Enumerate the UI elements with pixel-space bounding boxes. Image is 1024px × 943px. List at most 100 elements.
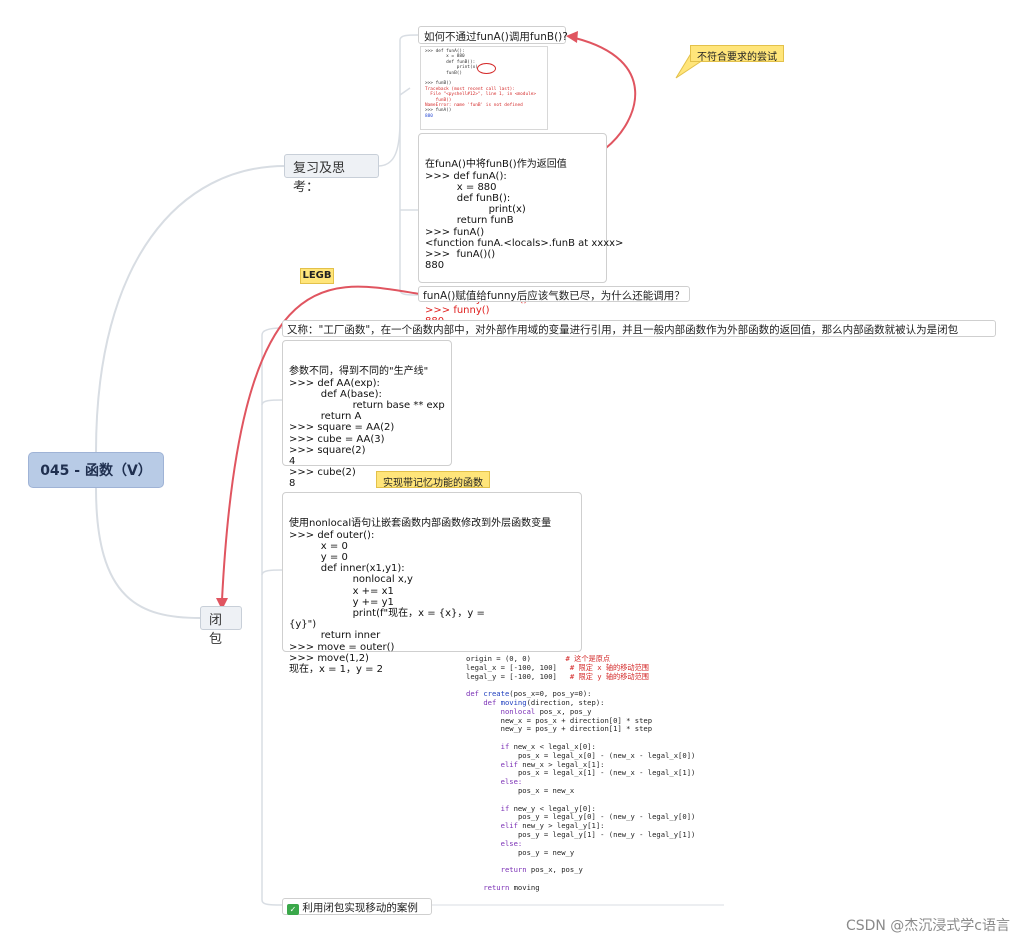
code-line: legal_y = [-100, 100] # 限定 y 轴的移动范围: [466, 671, 649, 681]
example2-line: >>> def outer():: [289, 529, 375, 541]
connector-root-closure: [95, 487, 201, 619]
branch-closure-label: 闭包: [209, 613, 223, 647]
answer-line: >>> funA(): [425, 226, 485, 238]
example1-line: >>> def AA(exp):: [289, 377, 380, 389]
review-followup-text: funA()赋值给funny后应该气数已尽，为什么还能调用？: [423, 290, 685, 302]
arrow-answer-to-question: [574, 37, 637, 149]
answer-line: >>> def funA():: [425, 170, 507, 182]
mini-code-line: Traceback (most recent call last):: [425, 86, 515, 92]
example1-line: >>> cube = AA(3): [289, 433, 385, 445]
code-line: else:: [500, 838, 523, 848]
code-line: elif new_y > legal_y[1]:: [500, 821, 605, 831]
code-line: if new_y < legal_y[0]:: [500, 803, 596, 813]
example2-line: return inner: [289, 630, 381, 642]
highlight-circle: [477, 63, 496, 74]
answer-line: >>> funA()(): [425, 249, 496, 261]
answer-line: <function funA.<locals>.funB at xxxx>: [425, 237, 624, 249]
mini-code-line: funB(): [425, 97, 452, 103]
code-line: if new_x < legal_x[0]:: [500, 741, 596, 751]
legb-tag[interactable]: LEGB: [300, 268, 334, 284]
mini-code-line: >>> funB(): [425, 81, 452, 87]
closure-example1-box[interactable]: 参数不同，得到不同的"生产线">>> def AA(exp): def A(ba…: [282, 340, 452, 489]
example1-line: 4: [289, 456, 296, 468]
example1-line: >>> cube(2): [289, 467, 356, 479]
mini-code-line: NameError: name 'funB' is not defined: [425, 103, 523, 109]
code-line: pos_y = legal_y[0] - (new_y - legal_y[0]…: [517, 812, 696, 822]
code-line: return pos_x, pos_y: [500, 865, 583, 875]
example2-line: x += x1: [289, 585, 394, 597]
closure-case-label[interactable]: ✓ 利用闭包实现移动的案例: [282, 898, 432, 915]
mini-code-line: def funB():: [425, 59, 476, 65]
example1-line: return base ** exp: [289, 400, 445, 412]
mini-code-line: >>> def funA():: [425, 49, 465, 54]
example2-line: >>> move = outer(): [289, 641, 395, 653]
example2-line: 现在，x = 1，y = 2: [289, 664, 384, 676]
answer-line: 在funA()中将funB()作为返回值: [425, 159, 567, 171]
code-line: new_x = pos_x + direction[0] * step: [500, 715, 653, 725]
failed-attempt-tag-text: 不符合要求的尝试: [697, 52, 777, 63]
code-line: origin = (0, 0) # 这个是原点: [466, 655, 611, 663]
example2-line: y += y1: [289, 596, 394, 608]
mini-code-block: >>> def funA(): x = 880 def funB(): prin…: [425, 49, 543, 119]
example2-line: {y}"): [289, 619, 317, 631]
answer-line: def funB():: [425, 193, 511, 205]
arrow-legb-to-closure: [221, 285, 421, 601]
code-line: def moving(direction, step):: [483, 697, 605, 707]
example1-line: def A(base):: [289, 388, 382, 400]
example2-line: 使用nonlocal语句让嵌套函数内部函数修改到外层函数变量: [289, 518, 552, 530]
code-line: return moving: [483, 882, 540, 892]
code-line: pos_x = legal_x[0] - (new_x - legal_x[0]…: [517, 750, 696, 760]
code-line: legal_x = [-100, 100] # 限定 x 轴的移动范围: [466, 662, 649, 672]
code-line: pos_x = new_x: [517, 785, 575, 795]
answer-line: print(x): [425, 204, 526, 216]
review-answer-box[interactable]: 在funA()中将funB()作为返回值>>> def funA(): x = …: [418, 133, 624, 327]
root-title: 045 - 函数（V）: [40, 463, 152, 479]
mini-code-line: File "<pyshell#12>", line 1, in <module>: [425, 92, 537, 98]
example1-line: >>> square = AA(2): [289, 422, 395, 434]
answer-line: x = 880: [425, 181, 497, 193]
review-followup[interactable]: funA()赋值给funny后应该气数已尽，为什么还能调用？: [418, 286, 690, 302]
code-line: elif new_x > legal_x[1]:: [500, 759, 605, 769]
thumbs-up-icon: ✓: [287, 904, 299, 915]
closure-example2-box[interactable]: 使用nonlocal语句让嵌套函数内部函数修改到外层函数变量>>> def ou…: [282, 492, 582, 675]
branch-review-label: 复习及思考：: [293, 161, 346, 195]
closure-definition-text: 又称："工厂函数"，在一个函数内部中，对外部作用域的变量进行引用，并且一般内部函…: [287, 324, 959, 336]
example2-line: nonlocal x,y: [289, 574, 413, 586]
review-code-screenshot: >>> def funA(): x = 880 def funB(): prin…: [420, 46, 548, 130]
mini-code-line: 880: [425, 113, 433, 119]
connector-root-review: [95, 165, 286, 453]
mini-code-line: funB(): [425, 70, 463, 76]
example2-line: >>> move(1,2): [289, 652, 369, 664]
answer-red-line: >>> funny(): [425, 305, 490, 317]
example1-line: 8: [289, 478, 296, 490]
example1-lines: 参数不同，得到不同的"生产线">>> def AA(exp): def A(ba…: [289, 366, 445, 489]
code-line: pos_y = legal_y[1] - (new_y - legal_y[1]…: [517, 829, 696, 839]
branch-closure[interactable]: 闭包: [200, 606, 242, 647]
review-question[interactable]: 如何不通过funA()调用funB()?: [418, 26, 568, 44]
example2-line: y = 0: [289, 552, 348, 564]
watermark: CSDN @杰沉浸式学c语言: [845, 918, 1010, 934]
code-line: else:: [500, 777, 523, 787]
mini-code-line: >>> funA(): [425, 108, 452, 114]
example1-line: return A: [289, 411, 362, 423]
code-line: pos_x = legal_x[1] - (new_x - legal_x[1]…: [517, 768, 696, 778]
root-topic[interactable]: 045 - 函数（V）: [28, 452, 164, 488]
closure-case-label-text: 利用闭包实现移动的案例: [302, 902, 418, 914]
code-line: pos_y = new_y: [517, 847, 575, 857]
review-question-text: 如何不通过funA()调用funB()?: [424, 31, 568, 43]
memory-function-tag-text: 实现带记忆功能的函数: [383, 478, 483, 489]
example1-line: >>> square(2): [289, 444, 366, 456]
example1-line: 参数不同，得到不同的"生产线": [289, 366, 429, 378]
mini-code-line: x = 880: [425, 54, 465, 60]
code-line: new_y = pos_y + direction[1] * step: [500, 724, 653, 734]
answer-line: 880: [425, 260, 445, 272]
code-line: def create(pos_x=0, pos_y=0):: [466, 689, 592, 699]
example2-line: x = 0: [289, 540, 348, 552]
memory-function-tag[interactable]: 实现带记忆功能的函数: [376, 471, 490, 489]
branch-review[interactable]: 复习及思考：: [284, 154, 379, 195]
legb-tag-text: LEGB: [302, 270, 332, 281]
closure-definition[interactable]: 又称："工厂函数"，在一个函数内部中，对外部作用域的变量进行引用，并且一般内部函…: [282, 320, 996, 337]
failed-attempt-tag[interactable]: 不符合要求的尝试: [690, 45, 784, 63]
